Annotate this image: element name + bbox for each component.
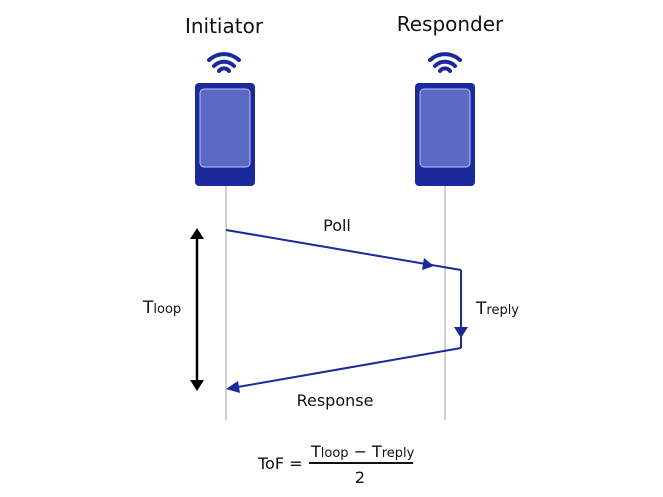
- wifi-icon: [207, 52, 241, 73]
- response-label: Response: [297, 391, 374, 410]
- treply-arrow: [454, 270, 468, 348]
- tof-formula: ToF = Tloop−Treply 2: [257, 442, 415, 487]
- responder-title: Responder: [397, 12, 504, 36]
- initiator-device: [195, 83, 255, 186]
- response-arrow: [226, 347, 462, 393]
- tloop-arrow: [190, 228, 204, 391]
- tloop-label: Tloop: [142, 298, 181, 318]
- responder-device: [415, 83, 475, 186]
- treply-label: Treply: [475, 299, 519, 319]
- formula-denominator: 2: [355, 468, 365, 487]
- formula-lhs: ToF =: [257, 454, 303, 473]
- wifi-icon: [428, 52, 462, 73]
- poll-arrow: [225, 229, 462, 271]
- initiator-title: Initiator: [185, 14, 264, 38]
- formula-numerator: Tloop−Treply: [310, 442, 415, 461]
- poll-label: Poll: [323, 216, 351, 235]
